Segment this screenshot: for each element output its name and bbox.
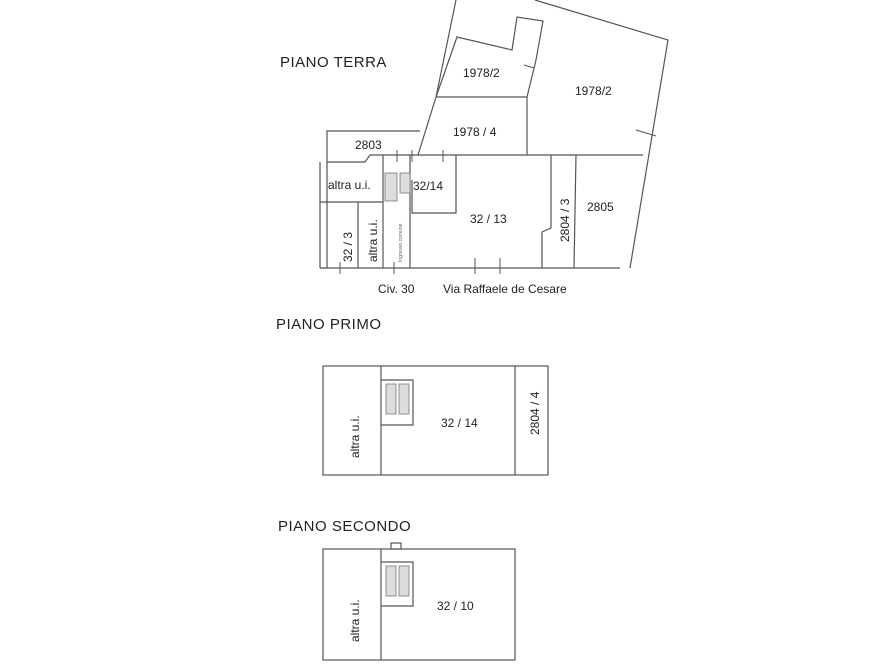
stairs-icon xyxy=(399,172,411,194)
unit-label: altra u.i. xyxy=(328,178,371,192)
second-floor-plan: PIANO SECONDO altra u.i. 32 / 10 xyxy=(278,518,516,661)
unit-label: 2805 xyxy=(587,200,614,214)
first-floor-title: PIANO PRIMO xyxy=(276,316,382,333)
unit-label: 1978 / 4 xyxy=(453,125,497,139)
unit-label: 2803 xyxy=(355,138,382,152)
unit-label: altra u.i. xyxy=(366,219,380,262)
civic-number: Civ. 30 xyxy=(378,282,415,296)
unit-label: 2804 / 4 xyxy=(528,391,542,435)
unit-label: 1978/2 xyxy=(575,84,612,98)
stairs-icon xyxy=(384,172,398,202)
second-floor-title: PIANO SECONDO xyxy=(278,518,411,535)
stairs-icon xyxy=(398,383,410,415)
unit-label: 32 / 3 xyxy=(341,232,355,262)
unit-label: 32/14 xyxy=(413,179,443,193)
wall xyxy=(534,0,669,269)
first-floor-plan: PIANO PRIMO altra u.i. 32 / 14 2804 / 4 xyxy=(276,316,549,476)
unit-label: Ingresso comune xyxy=(398,223,404,262)
unit-label: 1978/2 xyxy=(463,66,500,80)
wall xyxy=(417,0,457,156)
ground-floor-title: PIANO TERRA xyxy=(280,54,387,71)
stairs-icon xyxy=(385,565,397,597)
street-name: Via Raffaele de Cesare xyxy=(443,282,567,296)
unit-label: altra u.i. xyxy=(348,599,362,642)
unit-label: 2804 / 3 xyxy=(558,198,572,242)
ground-floor-plan: PIANO TERRA 1978/2 1978/2 1978 / 4 2803 … xyxy=(280,0,669,296)
stairs-icon xyxy=(385,383,397,415)
unit-2803-outline xyxy=(326,130,420,268)
unit-label: 32 / 13 xyxy=(470,212,507,226)
unit-1978-2-small-outline xyxy=(435,16,544,98)
unit-label: altra u.i. xyxy=(348,415,362,458)
unit-label: 32 / 10 xyxy=(437,599,474,613)
unit-label: 32 / 14 xyxy=(441,416,478,430)
stairs-icon xyxy=(398,565,410,597)
